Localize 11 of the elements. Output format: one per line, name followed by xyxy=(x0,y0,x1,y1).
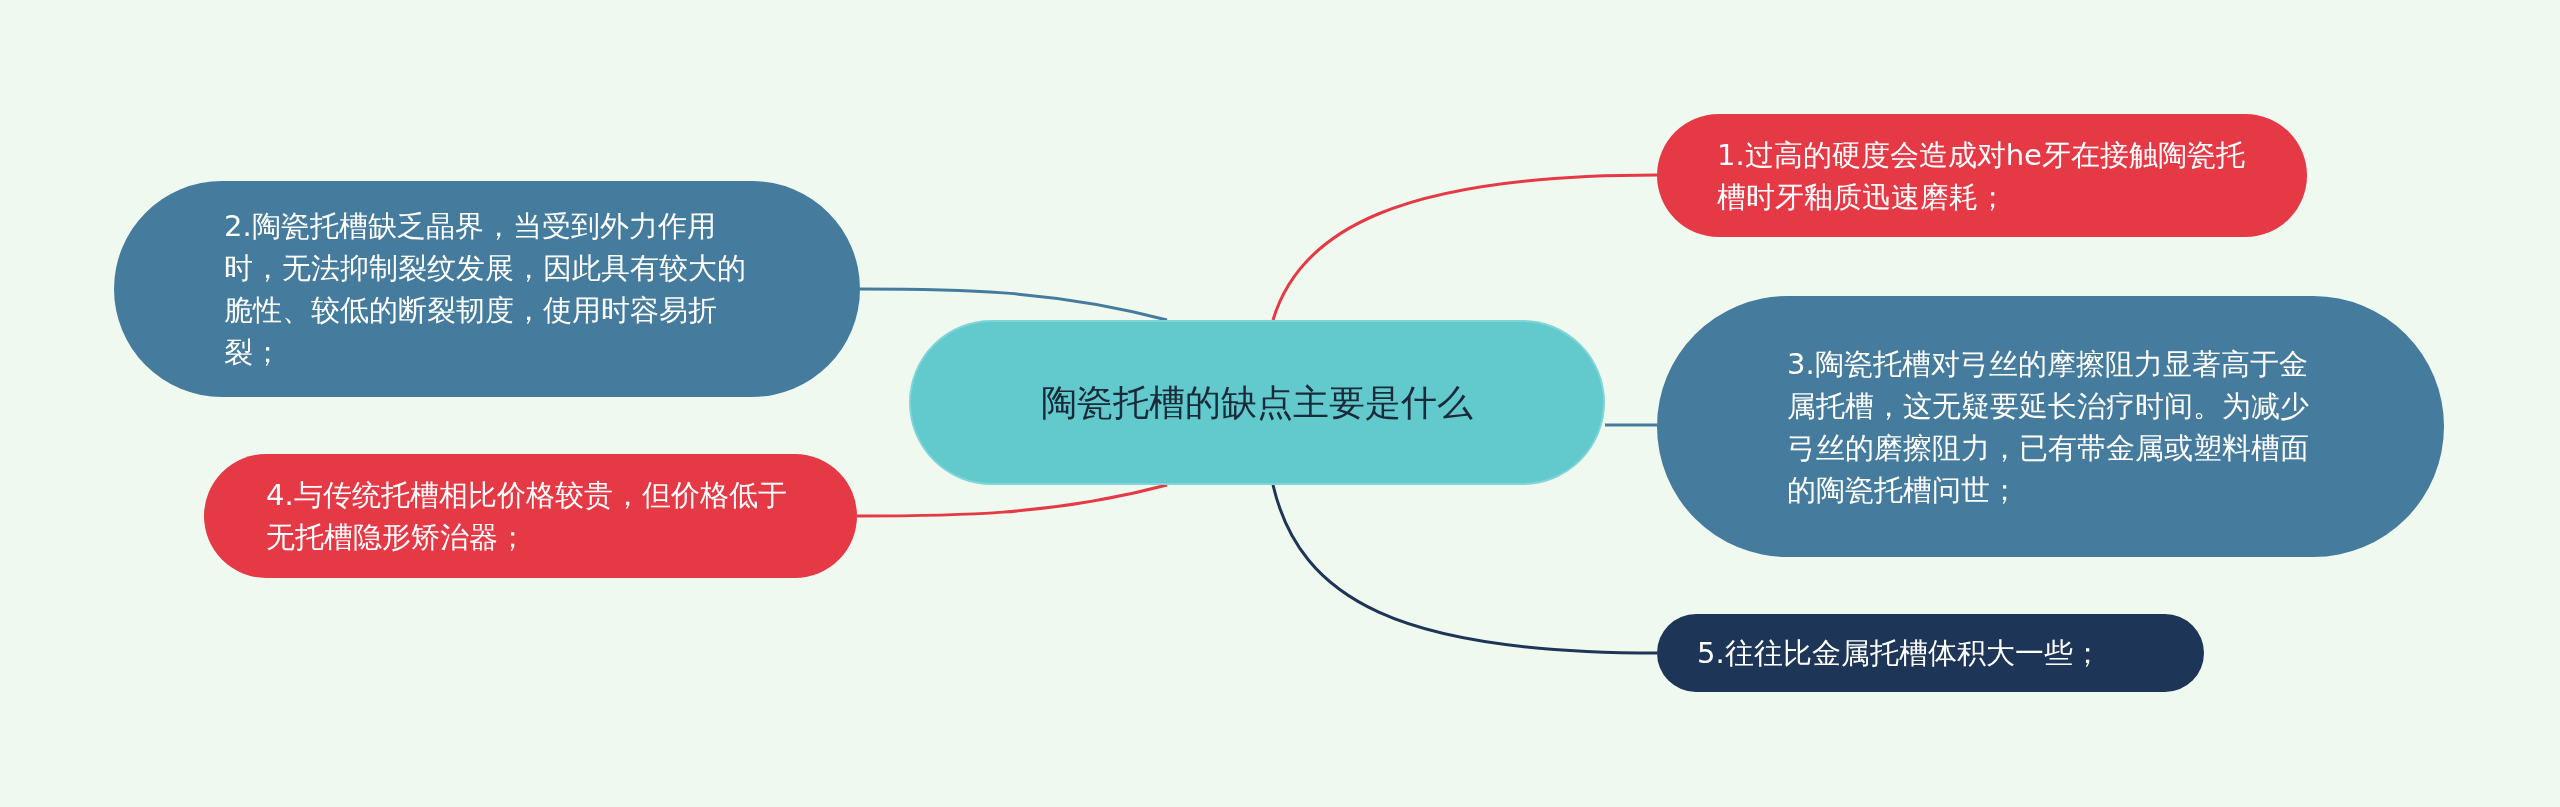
connector xyxy=(1271,173,1658,321)
connector xyxy=(860,287,1168,322)
subtopic-box: 3.陶瓷托槽对弓丝的摩擦阻力显著高于金属托槽，这无疑要延长治疗时间。为减少弓丝的磨擦阻力，已有带金属或塑料槽面的陶瓷托槽问世； xyxy=(1657,296,2444,557)
subtopic-box: 4.与传统托槽相比价格较贵，但价格低于无托槽隐形矫治器； xyxy=(204,454,857,578)
subtopic-box: 5.往往比金属托槽体积大一些； xyxy=(1657,614,2204,692)
topic-box: 陶瓷托槽的缺点主要是什么 xyxy=(909,320,1605,485)
connector xyxy=(857,483,1168,518)
connector xyxy=(1271,484,1658,655)
connector xyxy=(1605,423,1657,427)
subtopic-box: 1.过高的硬度会造成对he牙在接触陶瓷托槽时牙釉质迅速磨耗； xyxy=(1657,114,2307,237)
subtopic-box: 2.陶瓷托槽缺乏晶界，当受到外力作用时，无法抑制裂纹发展，因此具有较大的脆性、较低的断裂韧度，使用时容易折裂； xyxy=(114,181,860,397)
